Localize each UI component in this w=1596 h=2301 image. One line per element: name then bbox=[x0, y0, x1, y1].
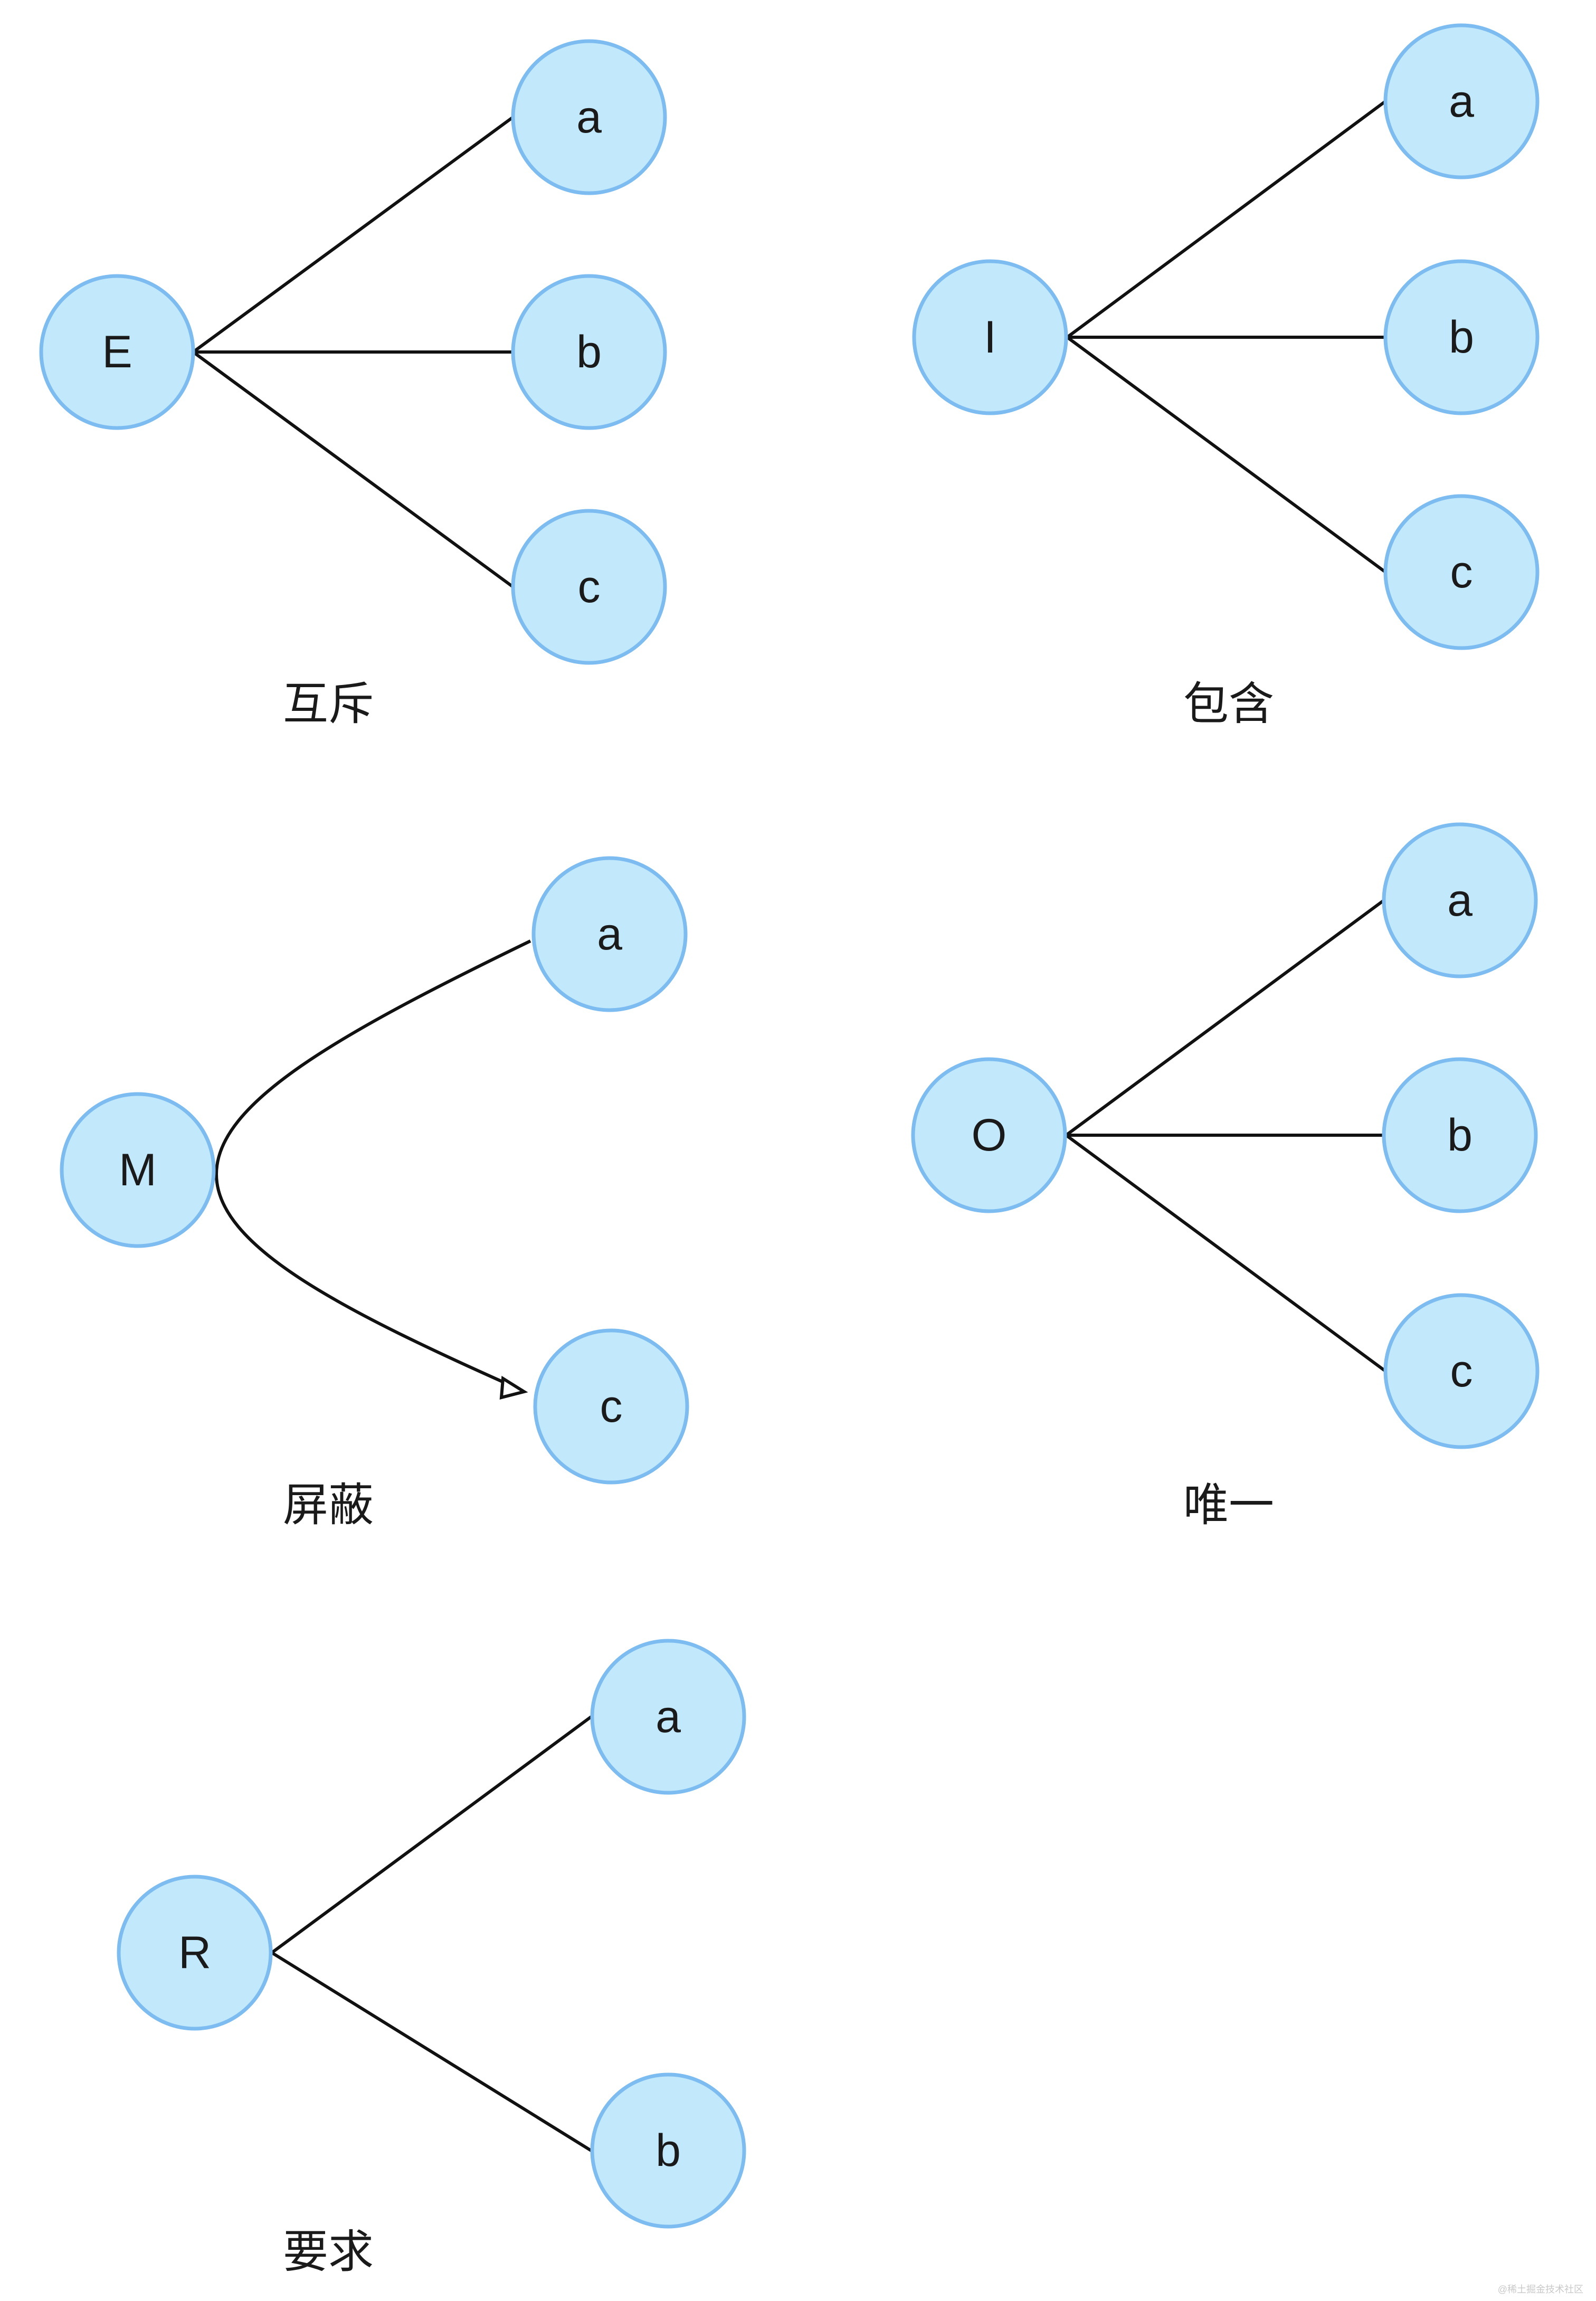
node-child: c bbox=[1383, 1293, 1540, 1449]
node-child: b bbox=[1383, 259, 1540, 415]
edge-o-c bbox=[1065, 1134, 1386, 1373]
node-child: a bbox=[1382, 822, 1538, 978]
node-label: c bbox=[1450, 1346, 1473, 1396]
node-child: b bbox=[1382, 1057, 1538, 1213]
node-root: E bbox=[39, 274, 195, 430]
node-child: b bbox=[590, 2072, 746, 2229]
edge-e-a bbox=[192, 116, 514, 354]
node-label: M bbox=[119, 1145, 157, 1195]
diagram-caption: 互斥 bbox=[283, 679, 374, 729]
node-label: b bbox=[576, 327, 602, 377]
node-child: c bbox=[533, 1328, 689, 1485]
node-label: a bbox=[597, 909, 622, 959]
node-label: c bbox=[600, 1381, 623, 1432]
node-root: O bbox=[911, 1057, 1067, 1213]
diagram-mutex: E a b c 互斥 bbox=[39, 39, 667, 729]
diagram-include: I a b c 包含 bbox=[912, 23, 1540, 729]
node-label: O bbox=[972, 1110, 1007, 1161]
node-child: c bbox=[511, 509, 667, 665]
edge-i-c bbox=[1066, 336, 1386, 574]
node-label: b bbox=[656, 2125, 681, 2176]
node-child: b bbox=[511, 274, 667, 430]
edge-i-a bbox=[1066, 100, 1386, 339]
node-label: c bbox=[1450, 547, 1473, 597]
node-child: a bbox=[1383, 23, 1540, 179]
edge-e-c bbox=[192, 350, 514, 588]
node-root: R bbox=[117, 1875, 273, 2031]
diagram-require: R a b 要求 bbox=[117, 1639, 746, 2277]
node-child: a bbox=[590, 1639, 746, 1795]
node-label: a bbox=[576, 92, 602, 142]
node-label: I bbox=[984, 312, 996, 363]
diagram-unique: O a b c 唯一 bbox=[911, 822, 1540, 1530]
node-child: a bbox=[531, 856, 688, 1012]
node-label: c bbox=[578, 562, 601, 612]
diagram-caption: 屏蔽 bbox=[283, 1480, 374, 1530]
edge-m-c bbox=[215, 1174, 524, 1392]
edge-r-a bbox=[271, 1715, 592, 1954]
node-label: a bbox=[1449, 76, 1474, 127]
watermark-text: @稀土掘金技术社区 bbox=[1498, 2284, 1583, 2295]
diagram-caption: 唯一 bbox=[1183, 1480, 1274, 1530]
arrowhead bbox=[499, 1375, 528, 1400]
diagram-caption: 要求 bbox=[283, 2227, 374, 2277]
edge-r-b bbox=[271, 1951, 592, 2152]
node-label: E bbox=[102, 327, 132, 377]
edge-o-a bbox=[1065, 899, 1385, 1137]
edge-m-a bbox=[215, 939, 531, 1175]
node-root: M bbox=[60, 1092, 216, 1248]
node-child: c bbox=[1383, 494, 1540, 650]
node-label: a bbox=[1447, 875, 1472, 926]
diagram-caption: 包含 bbox=[1183, 679, 1274, 729]
node-label: a bbox=[656, 1691, 681, 1742]
node-child: a bbox=[511, 39, 667, 195]
diagram-mask: M a c 屏蔽 bbox=[60, 856, 689, 1530]
node-label: R bbox=[178, 1927, 211, 1978]
node-root: I bbox=[912, 259, 1068, 415]
node-label: b bbox=[1449, 312, 1474, 363]
node-label: b bbox=[1447, 1110, 1472, 1161]
